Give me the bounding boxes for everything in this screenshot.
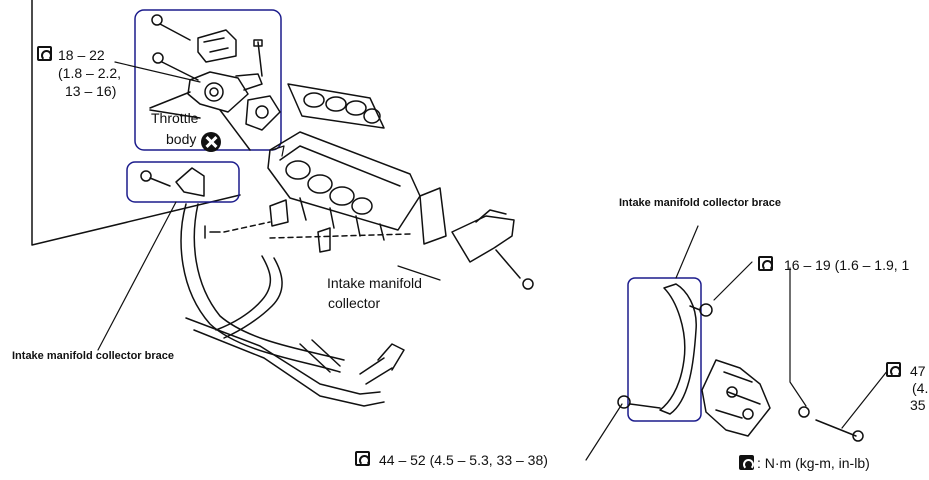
legend-units: : N·m (kg-m, in-lb) [757,455,870,471]
torque-spec-far-line1: 47 [910,363,926,379]
torque-wrench-icon [758,256,773,271]
torque-wrench-icon [355,451,370,466]
torque-legend-icon [739,455,754,470]
torque-spec-right: 16 – 19 (1.6 – 1.9, 1 [784,257,910,273]
torque-wrench-icon [886,362,901,377]
brace-label-left: Intake manifold collector brace [12,350,174,362]
throttle-body-label-line1: Throttle [151,110,199,126]
torque-spec-top-line2: (1.8 – 2.2, [58,65,122,81]
throttle-body-parts [149,14,281,151]
brace-label-right: Intake manifold collector brace [619,197,781,209]
hoses [180,203,405,407]
gasket [287,83,385,129]
collector-label-line2: collector [328,295,381,311]
intake-collector [204,131,447,253]
brace-box-left [126,161,240,203]
torque-spec-top-line3: 13 – 16) [65,83,117,99]
torque-spec-bottom: 44 – 52 (4.5 – 5.3, 33 – 38) [379,452,548,468]
torque-spec-top-line1: 18 – 22 [58,47,105,63]
torque-spec-far-line3: 35 [910,397,926,413]
brace-box-right [627,277,702,422]
torque-spec-far-line2: (4. [912,380,929,396]
throttle-body-label-line2: body [166,131,197,147]
throttle-bracket [451,209,534,290]
torque-wrench-icon [37,46,52,61]
brace-left-part [175,167,205,197]
leader-lines [97,61,889,461]
collector-label-line1: Intake manifold [327,275,422,291]
brace-right-assembly [617,283,864,442]
frame-line [31,0,241,246]
discard-x-icon [201,132,221,152]
